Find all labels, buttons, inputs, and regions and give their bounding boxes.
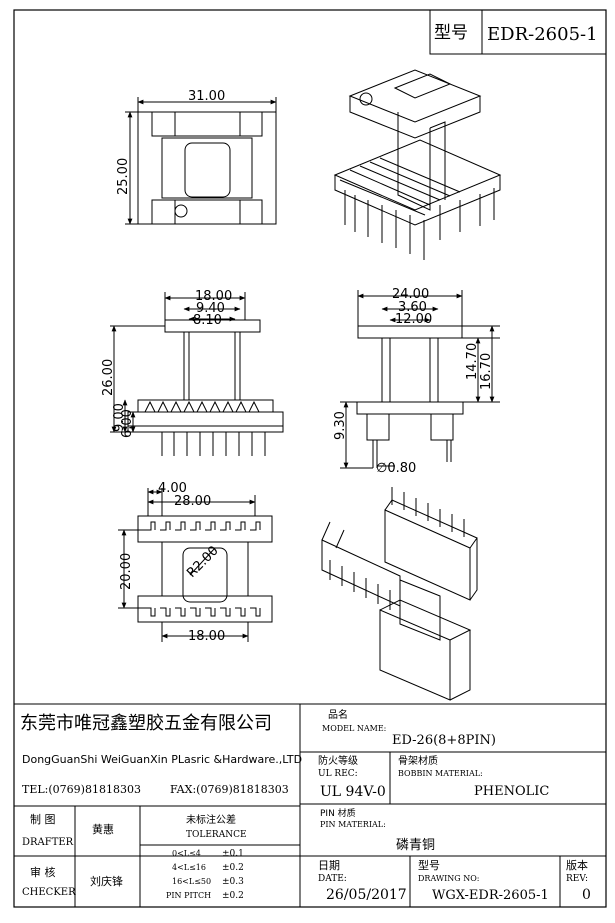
top-width-label: 31.00 (188, 89, 225, 104)
side-h2-label: 16.70 (479, 353, 494, 390)
tolerance-cn: 未标注公差 (186, 813, 236, 826)
model-name-cn: 品名 (328, 708, 348, 721)
rev-cn: 版本 (566, 858, 588, 872)
side-w1-label: 24.00 (392, 287, 429, 302)
pin-material-value: 磷青铜 (396, 838, 435, 853)
drawing-cn: 型号 (418, 858, 440, 872)
rev-value: 0 (582, 887, 591, 903)
side-pin-dia-label: ∅0.80 (376, 461, 416, 476)
title-block (14, 703, 606, 907)
bottom-height-label: 20.00 (119, 553, 134, 590)
ul-cn: 防火等级 (318, 754, 358, 767)
side-view (340, 290, 500, 469)
iso-view-top (333, 69, 502, 260)
bottom-span-label: 28.00 (174, 494, 211, 509)
company-tel: TEL:(0769)81818303 (22, 783, 141, 796)
tol-range-2: 16<L≤50 (172, 877, 211, 886)
side-w3-label: 12.00 (395, 312, 432, 327)
tol-value-2: ±0.3 (222, 877, 244, 887)
model-name-value: ED-26(8+8PIN) (392, 733, 496, 748)
front-view (110, 292, 284, 456)
drawing-en: DRAWING NO: (418, 874, 479, 883)
bottom-radius-label: R2.00 (184, 543, 221, 580)
drawing-value: WGX-EDR-2605-1 (432, 888, 549, 903)
tol-range-0: 0<L≤4 (172, 849, 201, 858)
front-d2-label: 9.40 (196, 301, 225, 316)
front-d5-label: 9.00 (112, 403, 127, 432)
front-height-label: 26.00 (101, 359, 116, 396)
company-en: DongGuanShi WeiGuanXin PLasric &Hardware… (22, 753, 302, 766)
bottom-inner-label: 18.00 (188, 629, 225, 644)
tol-range-1: 4<L≤16 (172, 863, 206, 872)
model-box-label: 型号 (434, 23, 468, 43)
front-d1-label: 18.00 (195, 289, 232, 304)
tol-value-0: ±0.1 (222, 849, 244, 859)
drafter-en: DRAFTER (22, 837, 74, 848)
bobbin-en: BOBBIN MATERIAL: (398, 769, 483, 778)
pin-material-cn: PIN 材质 (320, 807, 356, 819)
checker-cn: 审 核 (30, 865, 56, 879)
front-d3-label: 8.10 (193, 313, 222, 328)
iso-view-bottom (321, 487, 478, 701)
checker-en: CHECKER (22, 887, 76, 898)
ul-en: UL REC: (318, 769, 358, 779)
tol-value-3: ±0.2 (222, 891, 244, 901)
rev-en: REV: (566, 874, 588, 884)
ul-value: UL 94V-0 (320, 784, 386, 800)
side-pin-len-label: 9.30 (333, 411, 348, 440)
bobbin-cn: 骨架材质 (398, 754, 438, 767)
tol-range-3: PIN PITCH (166, 891, 211, 900)
tol-value-1: ±0.2 (222, 863, 244, 873)
tolerance-en: TOLERANCE (186, 830, 247, 840)
date-value: 26/05/2017 (326, 887, 407, 903)
date-en: DATE: (318, 874, 347, 884)
model-box: 型号 EDR-2605-1 (429, 9, 607, 55)
checker-name: 刘庆锋 (90, 874, 123, 888)
top-view (125, 97, 277, 225)
drafter-name: 黄惠 (92, 822, 114, 836)
front-d6-label: 6.00 (120, 409, 135, 438)
bobbin-value: PHENOLIC (474, 784, 549, 799)
model-box-value: EDR-2605-1 (487, 24, 598, 45)
sheet-border (13, 9, 607, 908)
side-w2-label: 3.60 (398, 300, 427, 315)
model-name-en: MODEL NAME: (322, 724, 386, 733)
bottom-pitch-label: 4.00 (158, 481, 187, 496)
company-cn: 东莞市唯冠鑫塑胶五金有限公司 (20, 713, 272, 734)
drafter-cn: 制 图 (30, 813, 56, 826)
bottom-view (118, 488, 273, 642)
pin-material-en: PIN MATERIAL: (320, 820, 386, 829)
top-height-label: 25.00 (116, 158, 131, 195)
side-h1-label: 14.70 (465, 343, 480, 380)
company-fax: FAX:(0769)81818303 (170, 783, 289, 796)
date-cn: 日期 (318, 859, 340, 872)
